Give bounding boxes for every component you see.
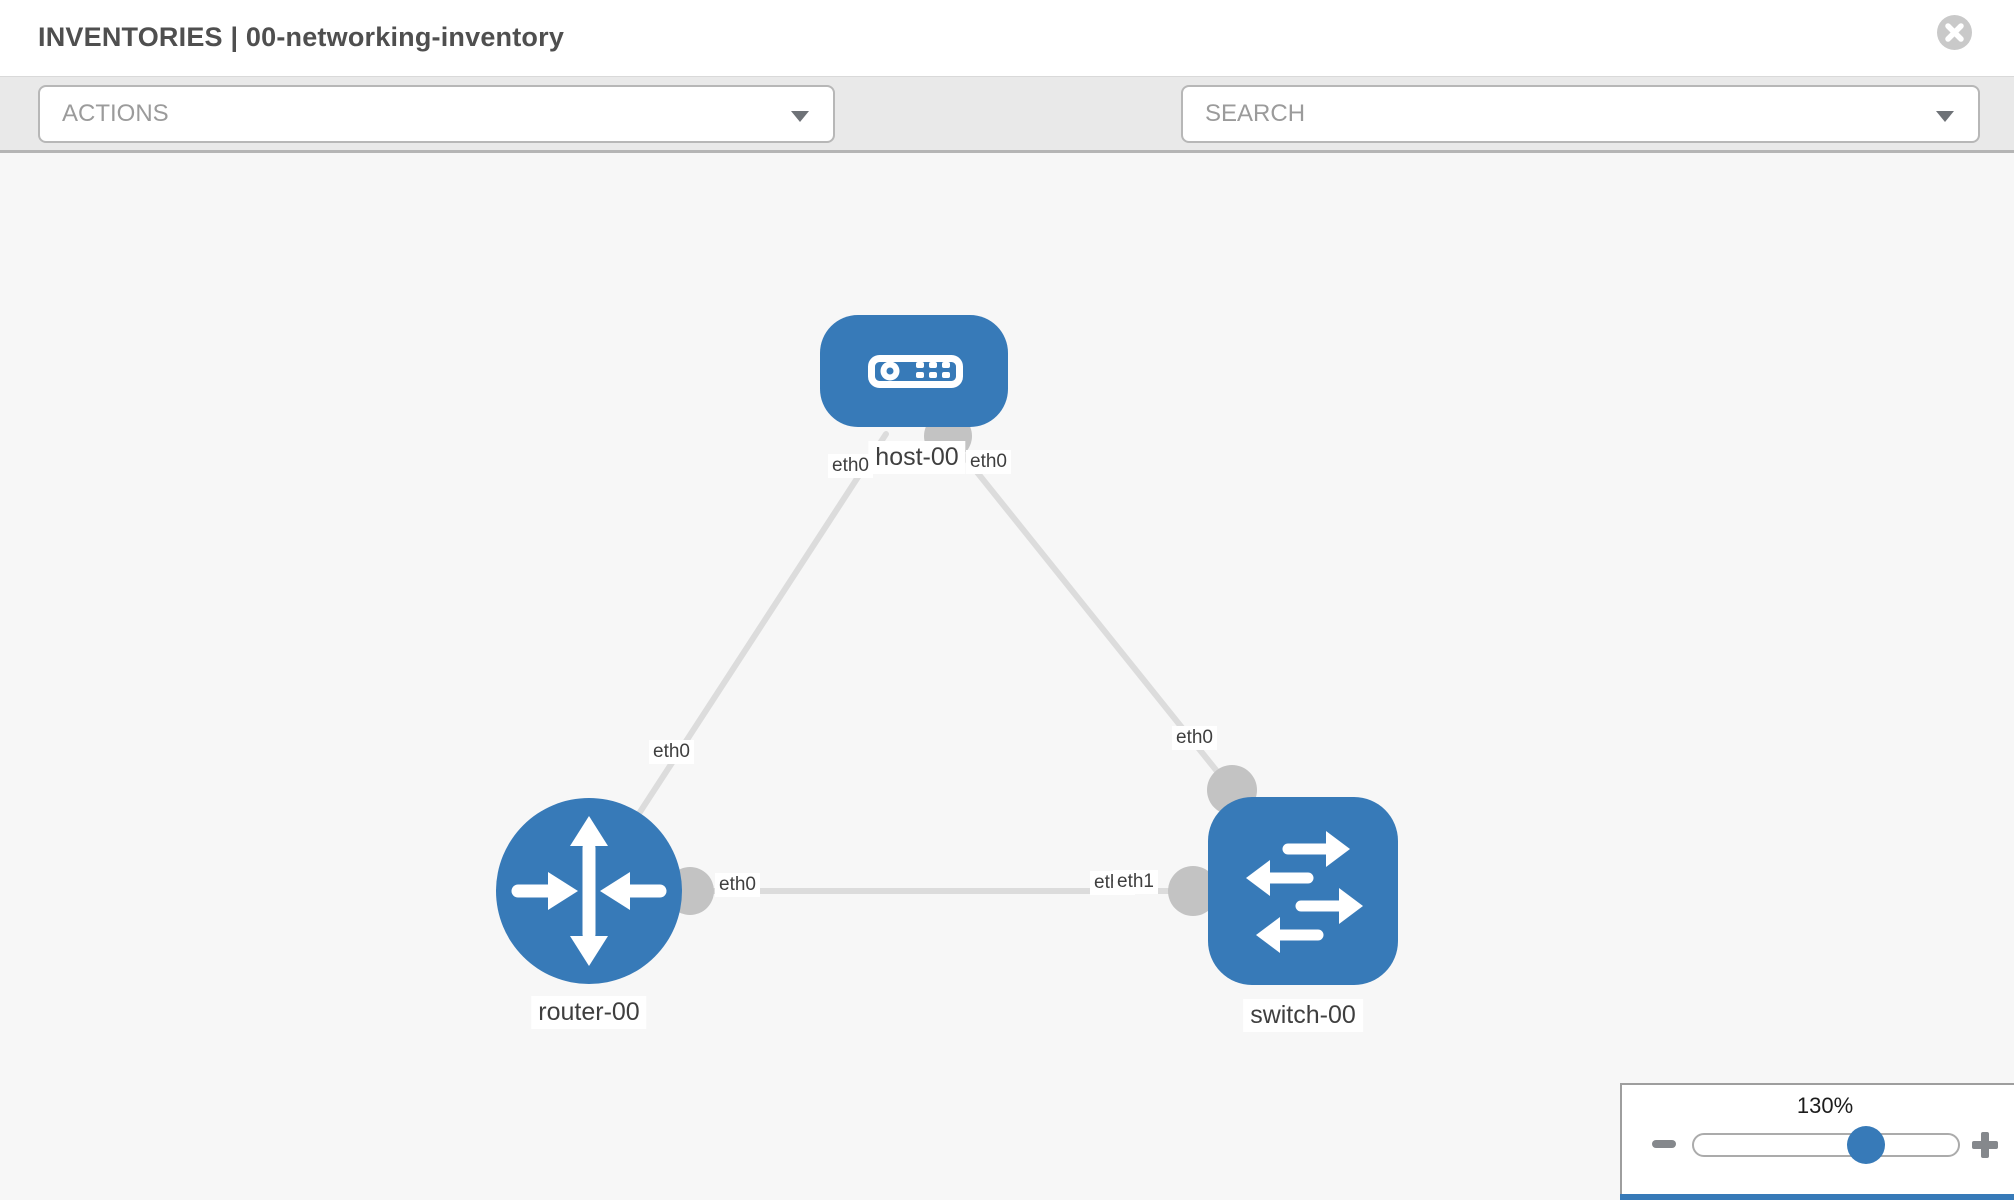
page-title: INVENTORIES | 00-networking-inventory [38,22,565,52]
zoom-control-panel: 130% [1620,1083,2014,1200]
actions-dropdown[interactable]: ACTIONS [38,85,835,143]
chevron-down-icon [1936,111,1954,122]
iface-label-eth0: eth0 [649,740,694,764]
zoom-slider-thumb[interactable] [1847,1126,1885,1164]
node-label-host: host-00 [868,441,966,474]
search-dropdown[interactable]: SEARCH [1181,85,1980,143]
close-button[interactable] [1936,14,1974,52]
iface-label-eth0: eth0 [828,454,873,478]
search-placeholder: SEARCH [1205,100,1306,127]
header-bar: INVENTORIES | 00-networking-inventory [0,0,2014,77]
host-server-icon [868,355,963,388]
node-label-switch: switch-00 [1243,999,1363,1032]
zoom-level-value: 130% [1796,1093,1854,1118]
node-switch-00[interactable] [1208,797,1398,985]
topology-graph [496,315,1398,985]
router-arrows-icon [511,816,667,966]
iface-label-eth1: eth1 [1113,870,1158,894]
topology-canvas[interactable]: host-00 router-00 switch-00 eth0 eth0 et… [0,153,2014,1200]
actions-dropdown-label: ACTIONS [62,100,169,127]
iface-label-eth0: eth0 [966,450,1011,474]
node-label-router: router-00 [531,996,647,1029]
cutoff-panel-edge [1620,1194,2014,1200]
iface-label-eth0: eth0 [1172,726,1217,750]
toolbar: ACTIONS SEARCH [0,77,2014,212]
endpoint-dot [1168,866,1218,916]
node-host-00[interactable] [820,315,1008,427]
zoom-out-button[interactable] [1652,1140,1676,1148]
close-x-glyph [1945,23,1964,42]
zoom-in-button[interactable] [1972,1132,1998,1158]
switch-arrows-icon [1246,831,1363,953]
iface-label-eth0: eth0 [715,873,760,897]
chevron-down-icon [791,111,809,122]
node-router-00[interactable] [496,798,682,984]
zoom-slider-track[interactable] [1692,1133,1960,1157]
